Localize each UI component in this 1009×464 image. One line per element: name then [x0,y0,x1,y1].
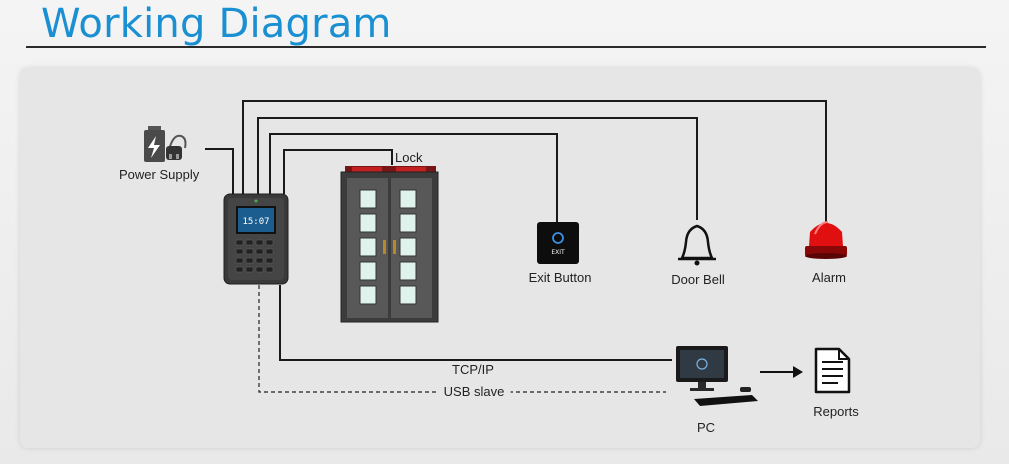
alarm-icon [805,221,847,259]
exit-button-text: EXIT [551,249,565,256]
wire-tcp-ip [279,285,672,361]
door-bell-label: Door Bell [671,272,725,287]
arrow-head [793,366,803,378]
exit-button-icon: EXIT [537,222,579,264]
usb-slave-label: USB slave [437,384,511,399]
wire-usb-slave [258,285,666,393]
access-terminal-icon: 15:07 [223,193,289,285]
power-supply-icon [144,126,187,162]
alarm-label: Alarm [812,270,846,285]
pc-label: PC [696,420,716,435]
bell-icon [678,224,716,266]
wiring [205,100,827,361]
lock-label: Lock [395,150,423,165]
tcp-ip-label: TCP/IP [452,362,494,377]
reports-label: Reports [813,404,859,419]
wire-door-bell [257,117,698,220]
wire-lock [283,149,393,194]
door-icon [340,166,439,323]
page-title: Working Diagram [41,1,392,47]
title-divider [26,46,986,48]
exit-button-label: Exit Button [528,270,592,285]
wire-power [205,148,234,194]
power-supply-label: Power Supply [119,167,200,182]
terminal-clock: 15:07 [242,217,269,227]
wire-exit-button [269,133,558,222]
reports-icon [814,347,851,394]
pc-icon [676,346,758,406]
wire-alarm [242,100,827,222]
